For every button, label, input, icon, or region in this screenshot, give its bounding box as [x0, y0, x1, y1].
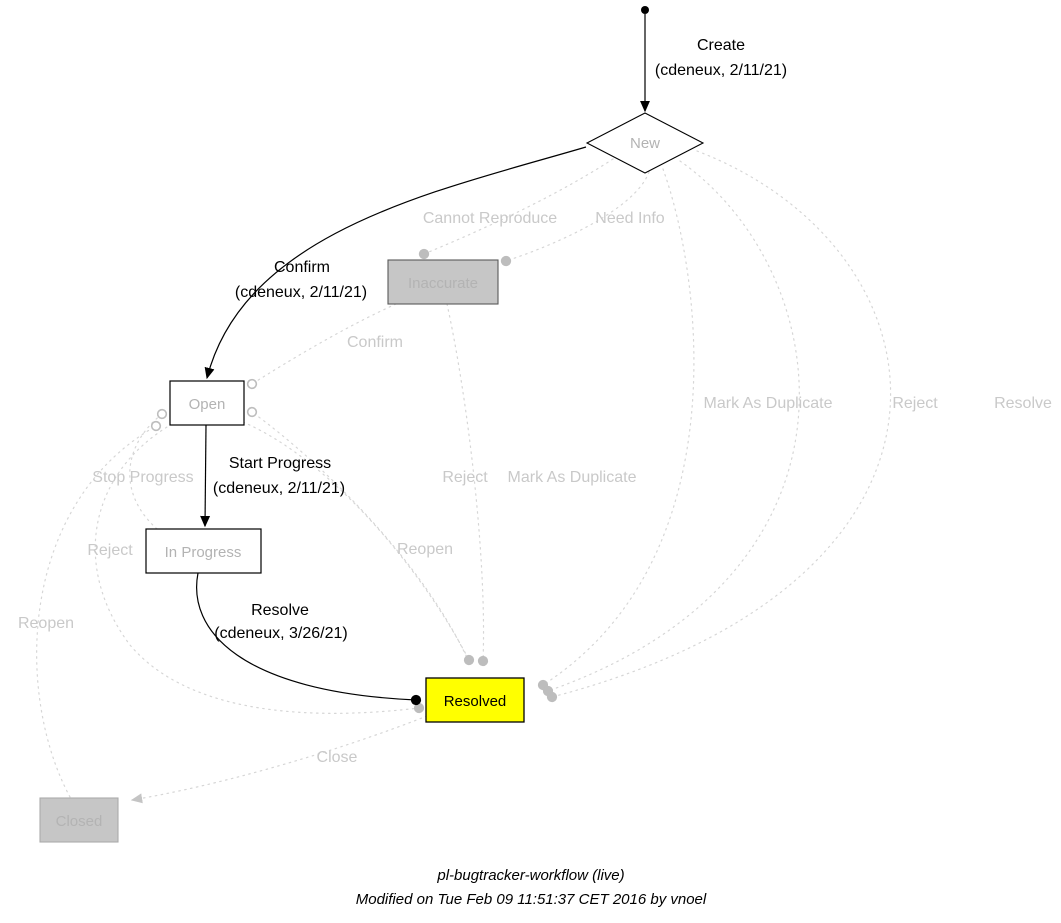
- edge-label-create: Create: [697, 37, 745, 54]
- edge-label-close: Close: [317, 749, 358, 766]
- edge-stop-progress: [129, 408, 168, 530]
- edge-label-resolve-new: Resolve: [994, 395, 1052, 412]
- edge-close: [130, 715, 428, 804]
- edge-label-confirm: Confirm: [274, 259, 330, 276]
- node-in-progress: [145, 528, 262, 574]
- diagram-modified: Modified on Tue Feb 09 11:51:37 CET 2016…: [356, 891, 707, 908]
- edge-resolve-new: [546, 150, 892, 703]
- edge-resolve: [196, 572, 422, 706]
- node-new: [585, 112, 705, 174]
- edge-label-mark-as-duplicate-mid: Mark As Duplicate: [508, 469, 637, 486]
- node-closed: [39, 797, 119, 843]
- edge-label-confirm-by: (cdeneux, 2/11/21): [235, 284, 367, 301]
- edge-label-cannot-reproduce: Cannot Reproduce: [423, 210, 557, 227]
- edge-label-need-info: Need Info: [595, 210, 664, 227]
- edge-reject-open: [94, 423, 425, 714]
- edge-reopen-resolved: [246, 406, 470, 663]
- edge-label-resolve-by: (cdeneux, 3/26/21): [214, 625, 347, 642]
- node-inaccurate: [387, 259, 499, 305]
- edge-confirm: [204, 146, 587, 380]
- edge-reopen-closed: [36, 420, 162, 798]
- edge-label-confirm-pending: Confirm: [347, 334, 403, 351]
- node-label-closed: Closed: [56, 813, 103, 830]
- node-label-resolved: Resolved: [444, 693, 507, 710]
- node-label-in-progress: In Progress: [165, 544, 242, 561]
- start-dot: [641, 6, 649, 14]
- edge-label-reopen-closed: Reopen: [18, 615, 74, 632]
- edge-mark-as-duplicate-mid: [446, 303, 489, 667]
- edge-reject-new: [542, 160, 800, 697]
- edge-reject-mid: [242, 421, 475, 666]
- edge-label-reject-open: Reject: [87, 542, 133, 559]
- edge-label-mark-as-duplicate-new: Mark As Duplicate: [704, 395, 833, 412]
- edge-cannot-reproduce: [418, 158, 614, 260]
- edge-label-start-progress-by: (cdeneux, 2/11/21): [213, 480, 345, 497]
- diagram-title: pl-bugtracker-workflow (live): [436, 867, 624, 884]
- edge-need-info: [500, 171, 650, 267]
- edge-label-stop-progress: Stop Progress: [92, 469, 193, 486]
- node-resolved: [425, 677, 525, 723]
- node-label-new: New: [630, 135, 660, 152]
- edge-label-start-progress: Start Progress: [229, 455, 331, 472]
- node-label-inaccurate: Inaccurate: [408, 275, 478, 292]
- node-open: [169, 380, 245, 426]
- edge-label-create-by: (cdeneux, 2/11/21): [655, 62, 787, 79]
- node-label-open: Open: [189, 396, 226, 413]
- edge-confirm-pending: [246, 303, 397, 390]
- edge-mark-as-duplicate-new: [537, 168, 695, 691]
- edge-label-reopen-resolved: Reopen: [397, 541, 453, 558]
- edge-label-resolve: Resolve: [251, 602, 309, 619]
- edge-label-reject-mid: Reject: [442, 469, 488, 486]
- edge-label-reject-new: Reject: [892, 395, 938, 412]
- edge-start-progress: [200, 424, 211, 528]
